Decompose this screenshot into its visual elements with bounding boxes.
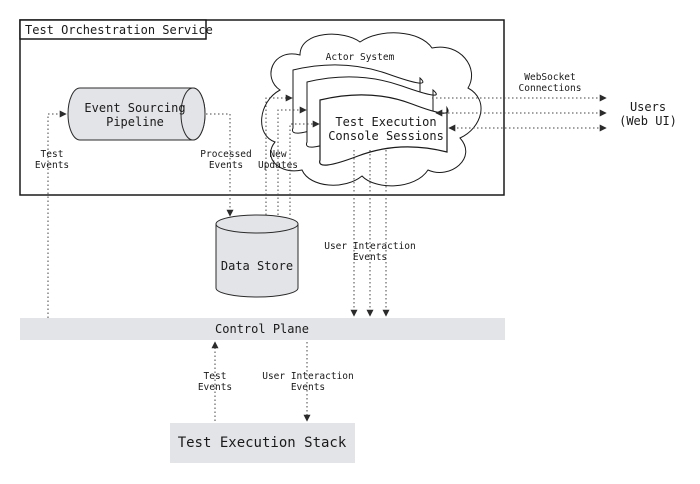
test-events-top-line1: Test [41,149,64,160]
console-sessions-label-line1: Test Execution [335,115,436,129]
console-sessions-label-line2: Console Sessions [328,129,444,143]
event-sourcing-pipeline: Event Sourcing Pipeline [67,87,206,141]
pipeline-label-line1: Event Sourcing [84,101,185,115]
websocket-label-line2: Connections [519,83,582,94]
test-events-up-arrow [47,110,67,318]
websocket-label-line1: WebSocket [524,72,575,83]
new-updates-arrow-2 [277,106,307,215]
console-session-flag-front [319,94,449,166]
users-label-line2: (Web UI) [619,114,677,128]
data-store: Data Store [215,214,299,298]
users-label-line1: Users [630,100,666,114]
test-events-bottom-line2: Events [198,382,232,393]
actor-system-label: Actor System [326,52,395,63]
user-interaction-top-line2: Events [353,252,387,263]
test-execution-stack-label: Test Execution Stack [178,435,347,451]
new-updates-line1: New [269,149,286,160]
test-execution-stack [170,423,355,463]
control-plane [20,318,505,340]
processed-events-arrow [206,113,234,217]
pipeline-label-line2: Pipeline [106,115,164,129]
processed-events-line1: Processed [200,149,251,160]
orchestration-service-label-box [19,19,207,40]
user-interaction-top-line1: User Interaction [324,241,416,252]
processed-events-line2: Events [209,160,243,171]
test-events-top-line2: Events [35,160,69,171]
user-interaction-bottom-line1: User Interaction [262,371,354,382]
data-store-label: Data Store [221,259,293,273]
new-updates-arrow-1 [265,94,293,215]
orchestration-service-title: Test Orchestration Service [25,23,213,37]
new-updates-line2: Updates [258,160,298,171]
test-events-bottom-line1: Test [204,371,227,382]
control-plane-label: Control Plane [215,322,309,336]
user-interaction-bottom-line2: Events [291,382,325,393]
